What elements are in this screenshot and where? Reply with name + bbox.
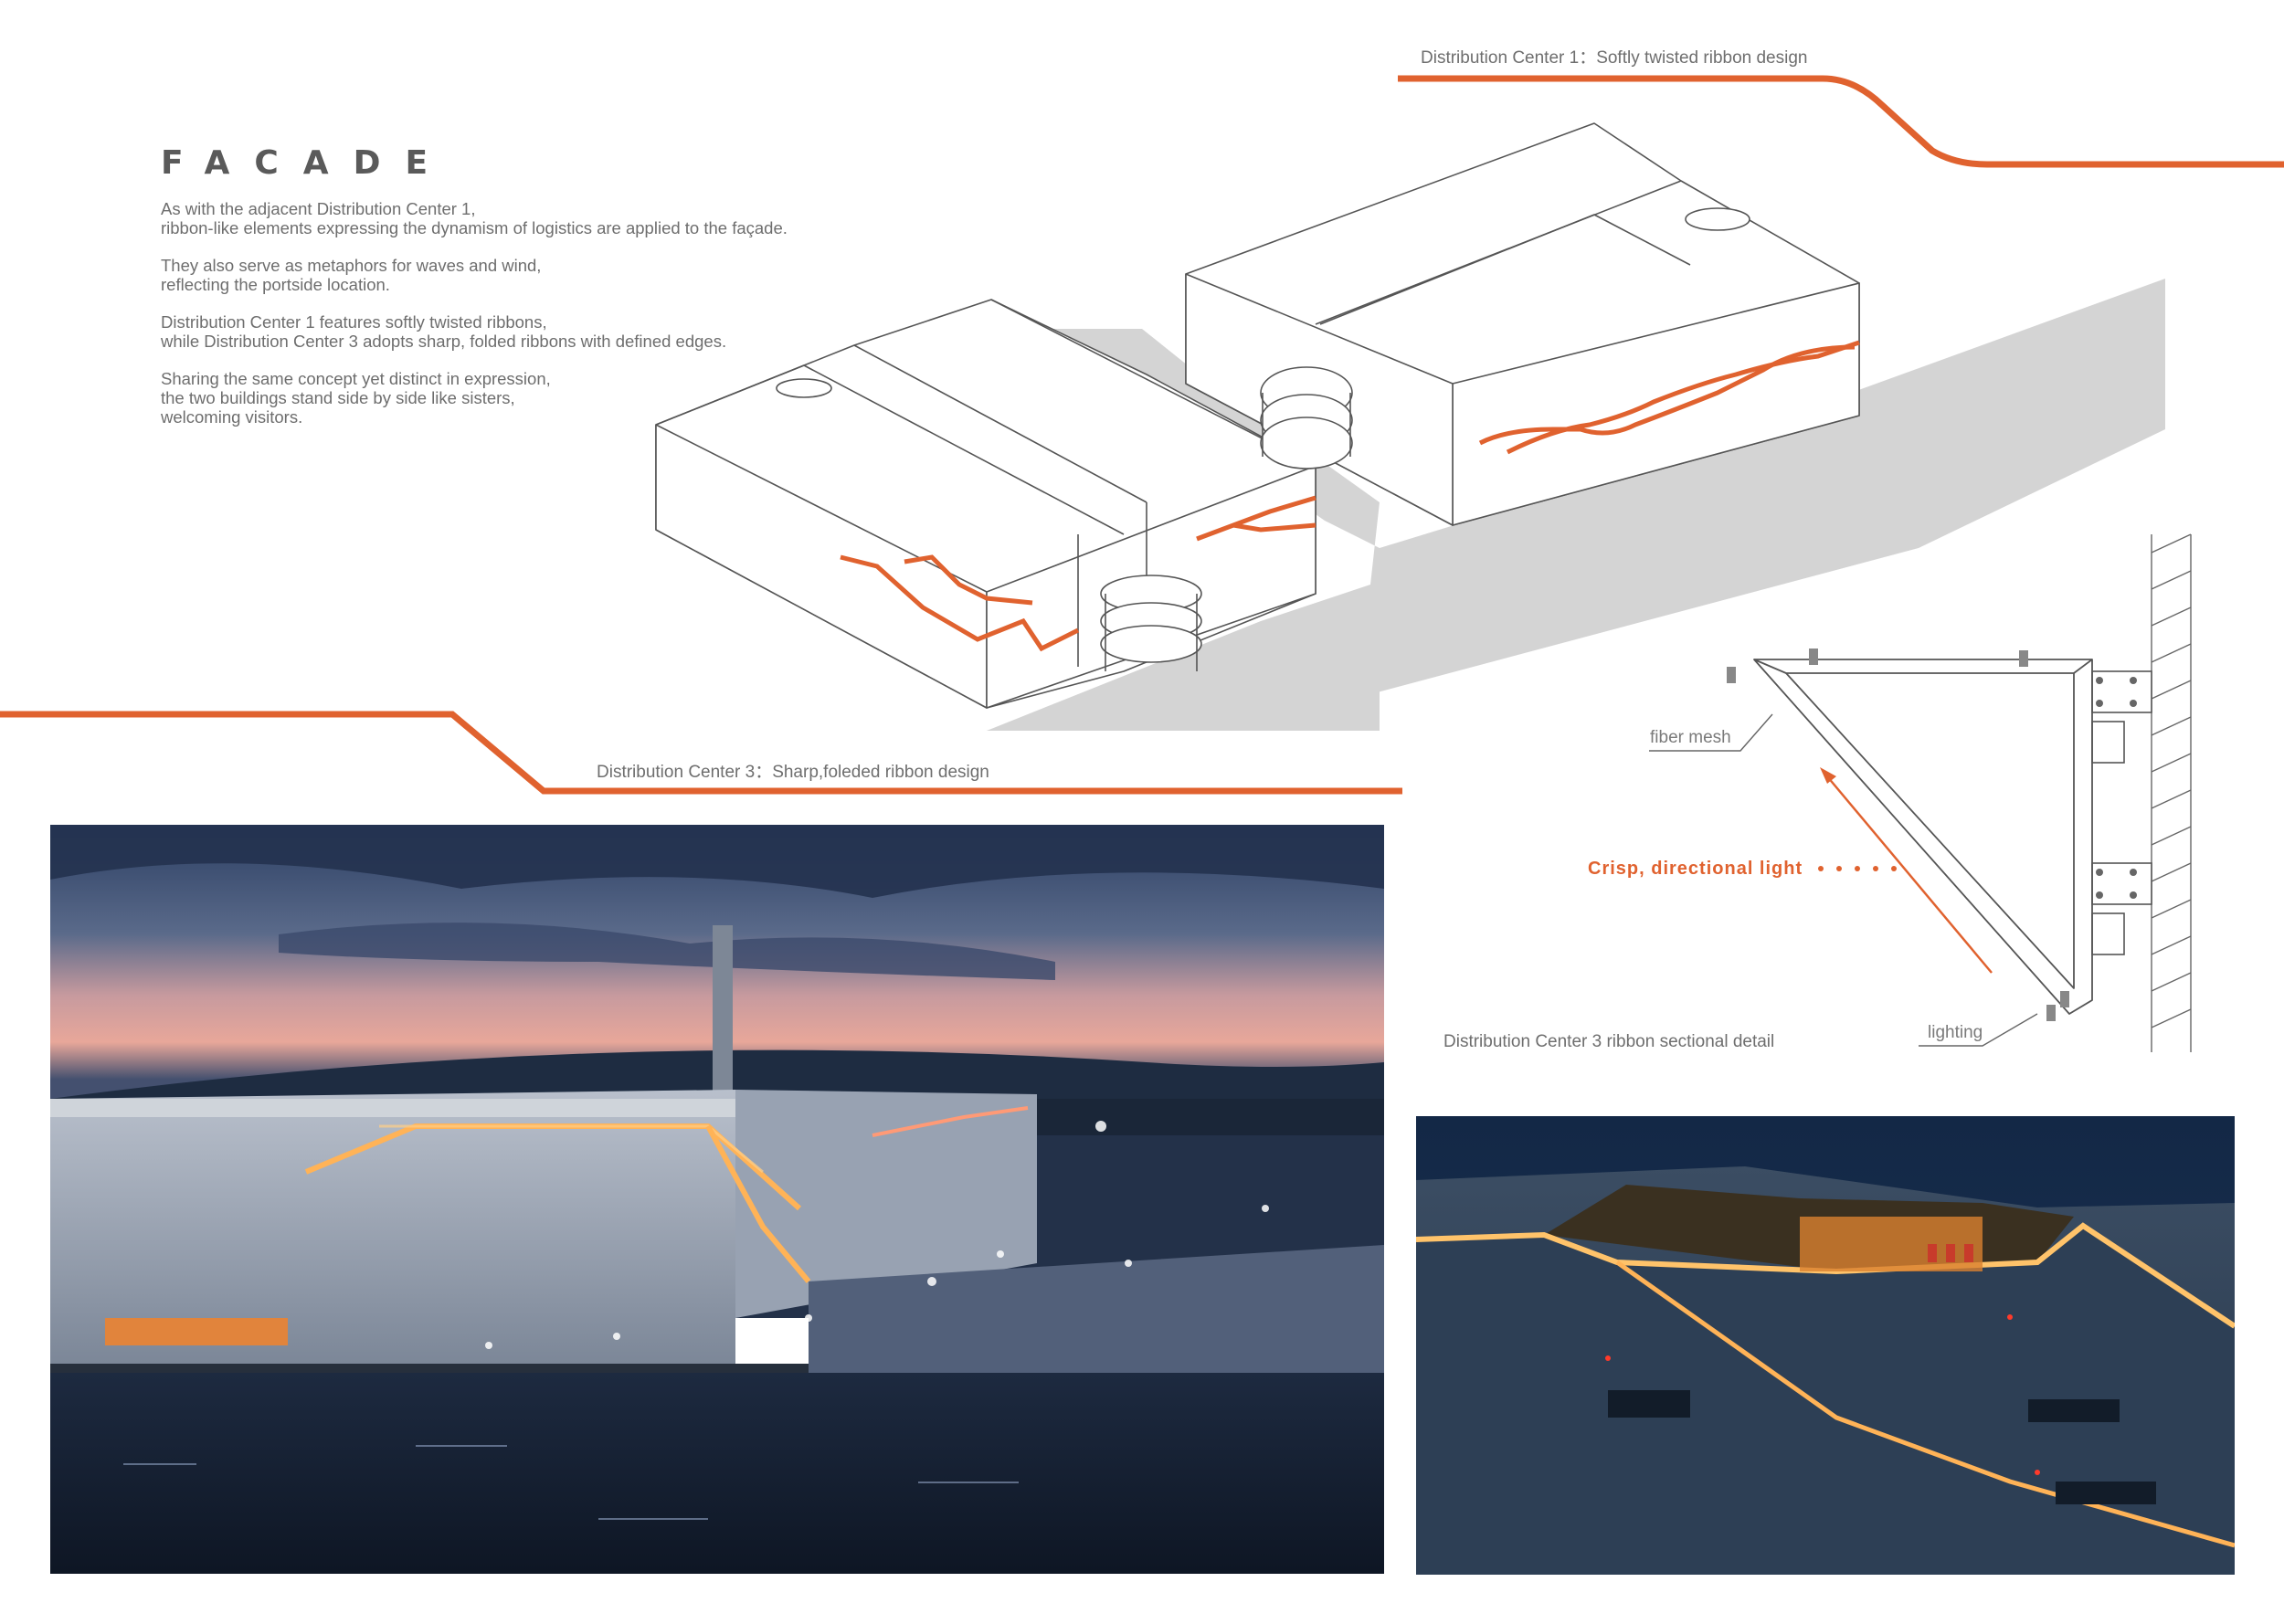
bolt-dots <box>2096 677 2137 899</box>
description-paragraph: They also serve as metaphors for waves a… <box>161 256 542 294</box>
leader-lines <box>1649 713 2038 1047</box>
harbour-night-photo <box>50 825 1384 1574</box>
description-paragraph: Sharing the same concept yet distinct in… <box>161 369 551 427</box>
ground-shadow <box>987 279 2165 731</box>
description-paragraph: As with the adjacent Distribution Center… <box>161 199 788 237</box>
fasteners <box>1727 649 2069 1021</box>
wall-hatching <box>2151 533 2192 1052</box>
section-title: FACADE <box>161 144 453 182</box>
brackets <box>2091 670 2152 955</box>
dc1-caption: Distribution Center 1：Softly twisted rib… <box>1421 48 1808 68</box>
top-ribbon-line <box>1398 75 2284 168</box>
dc1-ramp <box>1260 366 1353 469</box>
photo-drawing <box>1416 1116 2235 1575</box>
description-paragraph: Distribution Center 1 features softly tw… <box>161 312 727 351</box>
dc3-caption: Distribution Center 3：Sharp,foleded ribb… <box>597 763 989 782</box>
fiber-mesh-label: fiber mesh <box>1650 728 1731 747</box>
rooftop-night-photo <box>1416 1116 2235 1575</box>
light-arrow <box>1820 767 1993 974</box>
section-description: As with the adjacent Distribution Center… <box>161 199 855 445</box>
mid-ribbon-line <box>0 711 1402 795</box>
detail-caption: Distribution Center 3 ribbon sectional d… <box>1443 1032 1775 1051</box>
dc3-ribbon <box>840 495 1316 652</box>
crisp-light-label: Crisp, directional light <box>1588 859 1803 879</box>
light-dots <box>1818 866 1897 871</box>
dc3-ramp <box>1100 575 1202 671</box>
lighting-label: lighting <box>1928 1023 1983 1042</box>
ribbon-frame <box>1753 659 2093 1015</box>
dc1-ribbon <box>1478 340 1860 455</box>
photo-drawing <box>50 825 1384 1574</box>
